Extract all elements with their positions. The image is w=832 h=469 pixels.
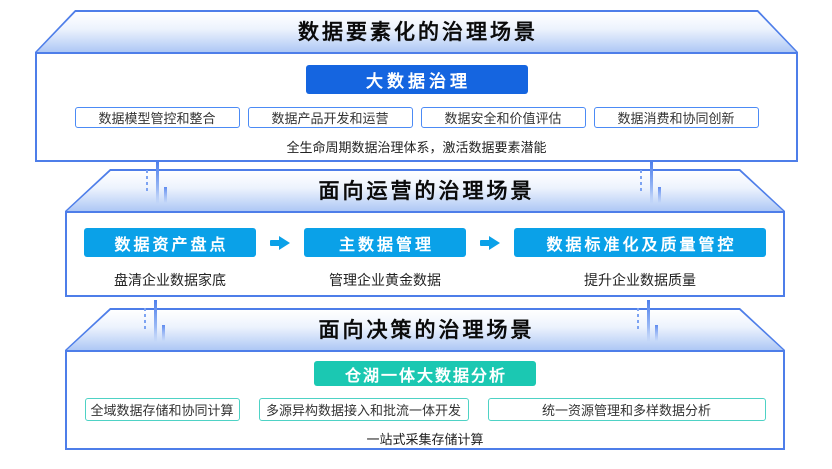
capability-row: 全域数据存储和协同计算 多源异构数据接入和批流一体开发 统一资源管理和多样数据分… [84,398,766,421]
process-flow: 数据资产盘点 盘清企业数据家底 主数据管理 管理企业黄金数据 数据标准化及质量管… [84,228,766,290]
short-line [658,187,661,203]
section-lid: 面向运营的治理场景 [65,169,785,211]
short-line [655,325,658,341]
section-caption: 全生命周期数据治理体系，激活数据要素潜能 [286,140,547,155]
capability-box: 多源异构数据接入和批流一体开发 [258,398,469,421]
capability-box: 统一资源管理和多样数据分析 [487,398,766,421]
drip-lines-icon [637,300,659,344]
drip-lines-icon [144,300,166,344]
drip-lines-icon [640,162,662,206]
section-body: 大数据治理 数据模型管控和整合 数据产品开发和运营 数据安全和价值评估 数据消费… [35,52,798,162]
short-line [162,325,165,341]
tall-line [156,162,159,204]
tall-line [647,300,650,342]
lid-surface [37,12,796,52]
lid-surface [67,171,783,211]
right-arrow-icon [480,236,500,250]
master-data-management-pill: 主数据管理 [304,228,466,257]
step-label: 管理企业黄金数据 [329,272,441,288]
tall-line [650,162,653,204]
drip-lines-icon [146,162,168,206]
step-label: 提升企业数据质量 [584,272,696,288]
capability-box: 数据模型管控和整合 [74,107,240,128]
standardization-quality-pill: 数据标准化及质量管控 [514,228,766,257]
right-arrow-icon [270,236,290,250]
capability-box: 数据安全和价值评估 [420,107,586,128]
section-operation-governance: 面向运营的治理场景 数据资产盘点 盘清企业数据家底 主数据管理 管理企业黄金数据 [65,169,785,297]
arrow-tail [480,240,490,246]
section-body: 数据资产盘点 盘清企业数据家底 主数据管理 管理企业黄金数据 数据标准化及质量管… [65,211,785,297]
big-data-governance-pill: 大数据治理 [305,65,528,94]
lid-surface [67,310,783,350]
section-title: 面向运营的治理场景 [318,180,535,203]
data-asset-inventory-pill: 数据资产盘点 [84,228,256,257]
capability-box: 数据消费和协同创新 [593,107,759,128]
dashed-line [144,308,146,332]
dashed-line [146,170,148,194]
section-data-element-governance: 数据要素化的治理场景 大数据治理 数据模型管控和整合 数据产品开发和运营 数据安… [35,10,798,162]
lakehouse-analytics-pill: 仓湖一体大数据分析 [314,361,536,386]
capability-box: 全域数据存储和协同计算 [84,398,240,421]
flow-step: 数据资产盘点 盘清企业数据家底 [84,228,256,290]
tall-line [154,300,157,342]
section-body: 仓湖一体大数据分析 全域数据存储和协同计算 多源异构数据接入和批流一体开发 统一… [65,350,785,450]
section-lid: 面向决策的治理场景 [65,308,785,350]
dashed-line [640,170,642,194]
arrow-tail [270,240,280,246]
section-title: 面向决策的治理场景 [318,319,535,342]
arrow-head [489,236,500,250]
step-label: 盘清企业数据家底 [114,272,226,288]
section-title: 数据要素化的治理场景 [298,21,538,44]
arrow-head [279,236,290,250]
capability-box: 数据产品开发和运营 [247,107,413,128]
section-lid: 数据要素化的治理场景 [35,10,798,52]
short-line [164,187,167,203]
section-decision-governance: 面向决策的治理场景 仓湖一体大数据分析 全域数据存储和协同计算 多源异构数据接入… [65,308,785,450]
dashed-line [637,308,639,332]
capability-row: 数据模型管控和整合 数据产品开发和运营 数据安全和价值评估 数据消费和协同创新 [74,107,759,128]
section-caption: 一站式采集存储计算 [366,432,484,447]
flow-step: 主数据管理 管理企业黄金数据 [304,228,466,290]
flow-step: 数据标准化及质量管控 提升企业数据质量 [514,228,766,290]
